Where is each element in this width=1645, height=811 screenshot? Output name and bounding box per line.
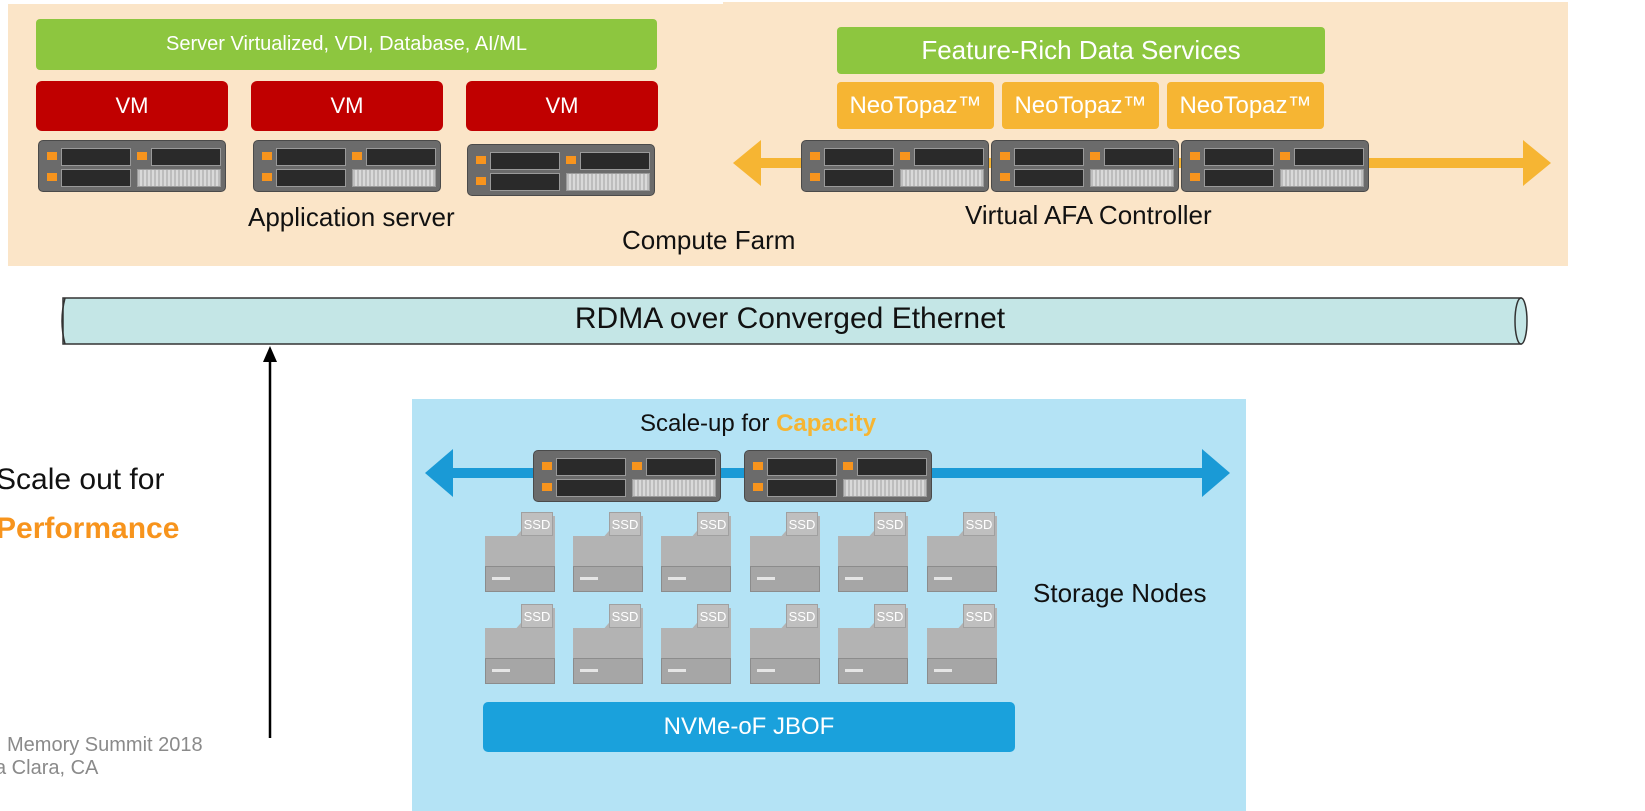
app-server-label: Application server <box>248 202 455 232</box>
ssd-drive-icon: SSD <box>750 512 820 592</box>
storage-nodes-label: Storage Nodes <box>1033 578 1207 608</box>
ssd-drive-icon: SSD <box>573 604 643 684</box>
scale-up-label: Scale-up for Capacity <box>640 410 876 438</box>
server-icon <box>744 450 932 502</box>
neotopaz-box: NeoTopaz™ <box>837 82 994 129</box>
rdma-label: RDMA over Converged Ethernet <box>574 302 1006 335</box>
data-services-label: Feature-Rich Data Services <box>921 35 1241 65</box>
scale-up-emphasis: Capacity <box>776 410 877 437</box>
ssd-drive-icon: SSD <box>573 512 643 592</box>
controller-label: Virtual AFA Controller <box>965 200 1212 230</box>
server-icon <box>533 450 721 502</box>
data-services-bar: Feature-Rich Data Services <box>837 27 1325 74</box>
ssd-drive-icon: SSD <box>838 512 908 592</box>
server-icon <box>991 140 1179 192</box>
scale-out-emphasis: Performance <box>0 512 180 545</box>
scale-up-text: Scale-up for <box>640 410 777 437</box>
server-icon <box>801 140 989 192</box>
vm-box: VM <box>36 81 228 131</box>
footer-line2: a Clara, CA <box>0 757 99 779</box>
jbof-label: NVMe-oF JBOF <box>663 713 835 740</box>
vm-label: VM <box>330 93 364 118</box>
ssd-drive-icon: SSD <box>838 604 908 684</box>
neotopaz-label: NeoTopaz™ <box>1179 91 1312 119</box>
ssd-drive-icon: SSD <box>661 512 731 592</box>
server-icon <box>38 140 226 192</box>
scale-out-arrow <box>263 346 277 738</box>
ssd-drive-icon: SSD <box>661 604 731 684</box>
server-icon <box>253 140 441 192</box>
ssd-drive-icon: SSD <box>485 604 555 684</box>
ssd-drive-icon: SSD <box>927 604 997 684</box>
server-icon <box>467 144 655 196</box>
jbof-bar: NVMe-oF JBOF <box>483 702 1015 752</box>
neotopaz-label: NeoTopaz™ <box>849 91 982 119</box>
vm-box: VM <box>466 81 658 131</box>
ssd-drive-icon: SSD <box>927 512 997 592</box>
ssd-drive-icon: SSD <box>750 604 820 684</box>
footer-line1: Memory Summit 2018 <box>7 734 203 756</box>
vm-label: VM <box>545 93 579 118</box>
neotopaz-box: NeoTopaz™ <box>1167 82 1324 129</box>
vm-box: VM <box>251 81 443 131</box>
scale-out-text: Scale out for <box>0 463 165 496</box>
rdma-pipe <box>61 297 1528 345</box>
workloads-bar: Server Virtualized, VDI, Database, AI/ML <box>36 19 657 70</box>
compute-farm-label: Compute Farm <box>622 225 796 255</box>
vm-label: VM <box>115 93 149 118</box>
neotopaz-box: NeoTopaz™ <box>1002 82 1159 129</box>
neotopaz-label: NeoTopaz™ <box>1014 91 1147 119</box>
server-icon <box>1181 140 1369 192</box>
workloads-label: Server Virtualized, VDI, Database, AI/ML <box>166 33 527 55</box>
ssd-drive-icon: SSD <box>485 512 555 592</box>
